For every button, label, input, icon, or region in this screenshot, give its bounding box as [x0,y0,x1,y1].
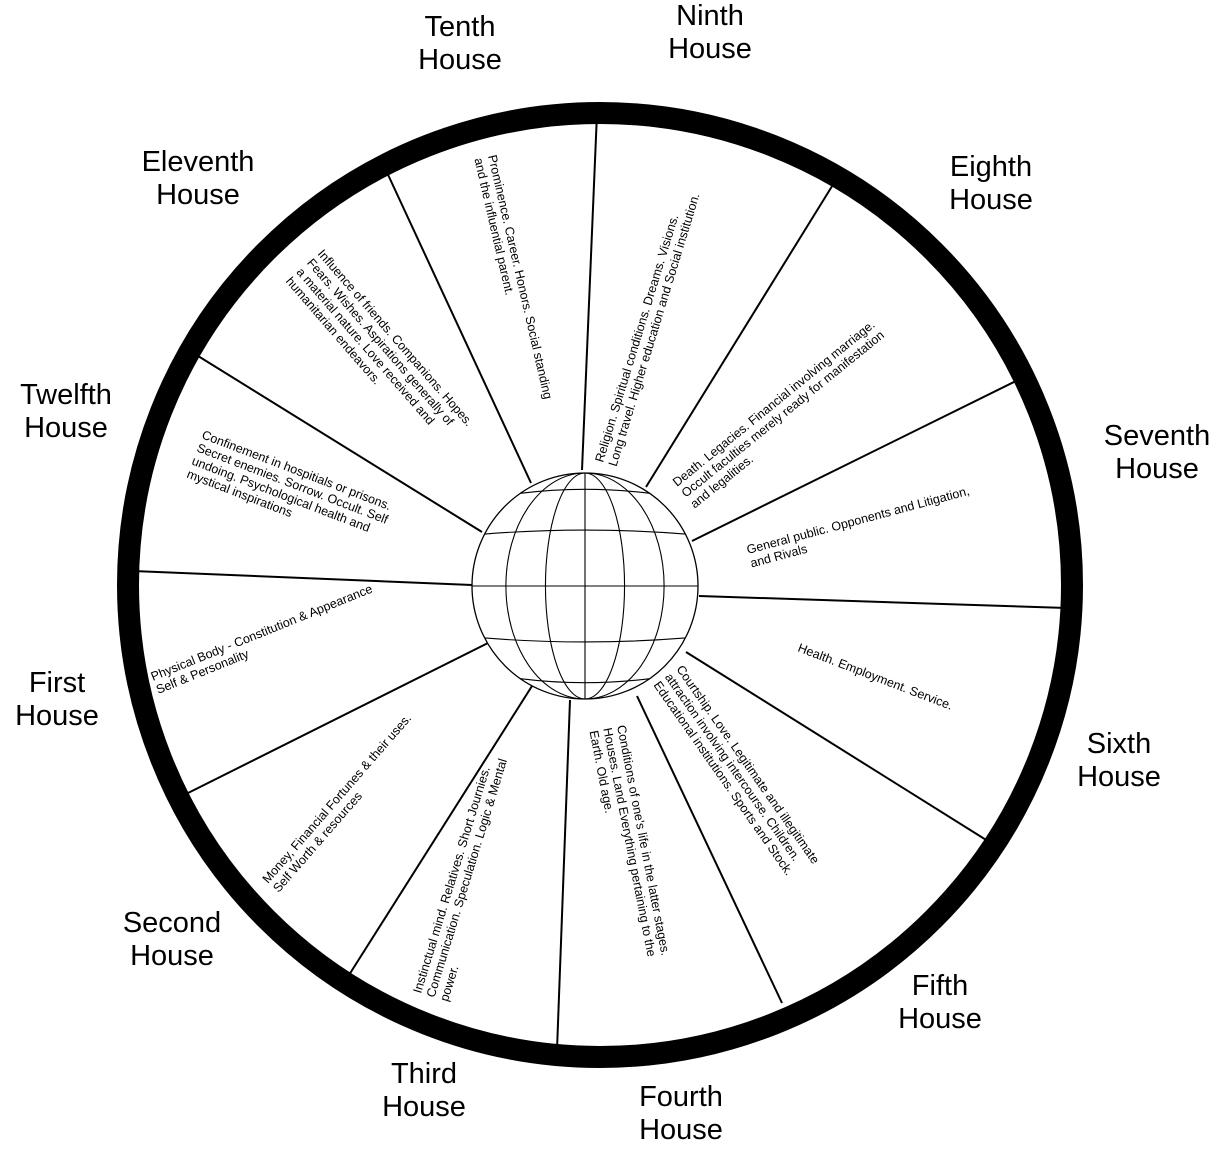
house-desc-line: General public. Opponents and Litigation… [745,484,971,557]
house-desc-line: Physical Body - Constitution & Appearanc… [149,582,375,684]
house-desc-first: Physical Body - Constitution & Appearanc… [149,582,380,697]
house-title-line: House [418,44,502,76]
house-desc-line: Courtship. Love. Legitimate and illegiti… [674,663,823,867]
house-desc-fourth: Conditions of one's life in the latter s… [587,724,673,962]
house-title-line: House [949,184,1033,216]
house-title-line: House [1115,453,1199,485]
house-title-line: House [15,700,99,732]
house-desc-fifth: Courtship. Love. Legitimate and illegiti… [651,663,823,883]
house-desc-line: Death. Legacies. Financial involving mar… [670,318,878,490]
house-desc-sixth: Health. Employment. Service. [796,641,955,713]
house-title-line: House [130,940,214,972]
house-desc-second: Money, Financial Fortunes & their uses.S… [260,711,425,895]
house-title-line: House [382,1091,466,1123]
house-desc-line: Health. Employment. Service. [796,641,955,713]
house-desc-ninth: Religion. Spiritual conditions. Dreams. … [592,187,702,468]
house-title-line: Ninth [676,0,744,32]
house-divider-line [133,571,472,585]
house-desc-line: Communication. Speculation. Logic & Ment… [424,757,510,999]
house-desc-line: Instinctual mind. Relatives. Short Journ… [410,765,492,995]
house-desc-line: attraction involving intercourse. Childr… [662,671,803,864]
house-desc-eleventh: Influence of friends. Companions. Hopes.… [283,247,476,457]
house-desc-line: Religion. Spiritual conditions. Dreams. … [592,213,681,464]
house-title-line: Second [123,907,221,939]
house-title-line: House [24,412,108,444]
house-title-line: House [156,179,240,211]
house-title-line: Fourth [639,1081,723,1113]
house-title-line: Eighth [950,151,1032,183]
house-title-line: House [668,33,752,65]
house-desc-line: Self Worth & resources [270,789,365,895]
globe-icon [472,473,698,699]
house-desc-line: a material nature. Love received and [294,265,438,427]
house-desc-eighth: Death. Legacies. Financial involving mar… [670,317,896,511]
house-divider-line [582,113,597,470]
house-desc-line: Money, Financial Fortunes & their uses. [260,711,414,886]
house-desc-line: Fears. Wishes. Aspirations generally of [304,256,457,429]
house-desc-tenth: Prominence. Career. Honors. Social stand… [471,154,555,404]
house-divider-line [557,700,570,1050]
house-title-line: House [898,1003,982,1035]
house-title-line: Third [391,1058,457,1090]
house-title-line: Seventh [1104,420,1210,452]
house-desc-twelfth: Confinement in hospitials or prisons.Sec… [185,428,396,553]
house-title-line: Tenth [425,11,496,43]
house-title-line: House [1077,761,1161,793]
house-desc-line: Occult faculties merely ready for manife… [679,328,887,500]
house-title-line: Eleventh [142,146,255,178]
house-desc-line: Educational institutions. Sports and Sto… [651,679,796,878]
house-title-line: First [29,667,85,699]
house-title-line: Twelfth [20,379,112,411]
house-desc-line: Long travel. Higher education and Social… [606,191,703,468]
house-title-line: House [639,1114,723,1146]
house-title-line: Sixth [1087,728,1151,760]
house-divider-line [699,596,1067,608]
house-title-line: Fifth [912,970,968,1002]
house-desc-line: Prominence. Career. Honors. Social stand… [485,154,555,401]
